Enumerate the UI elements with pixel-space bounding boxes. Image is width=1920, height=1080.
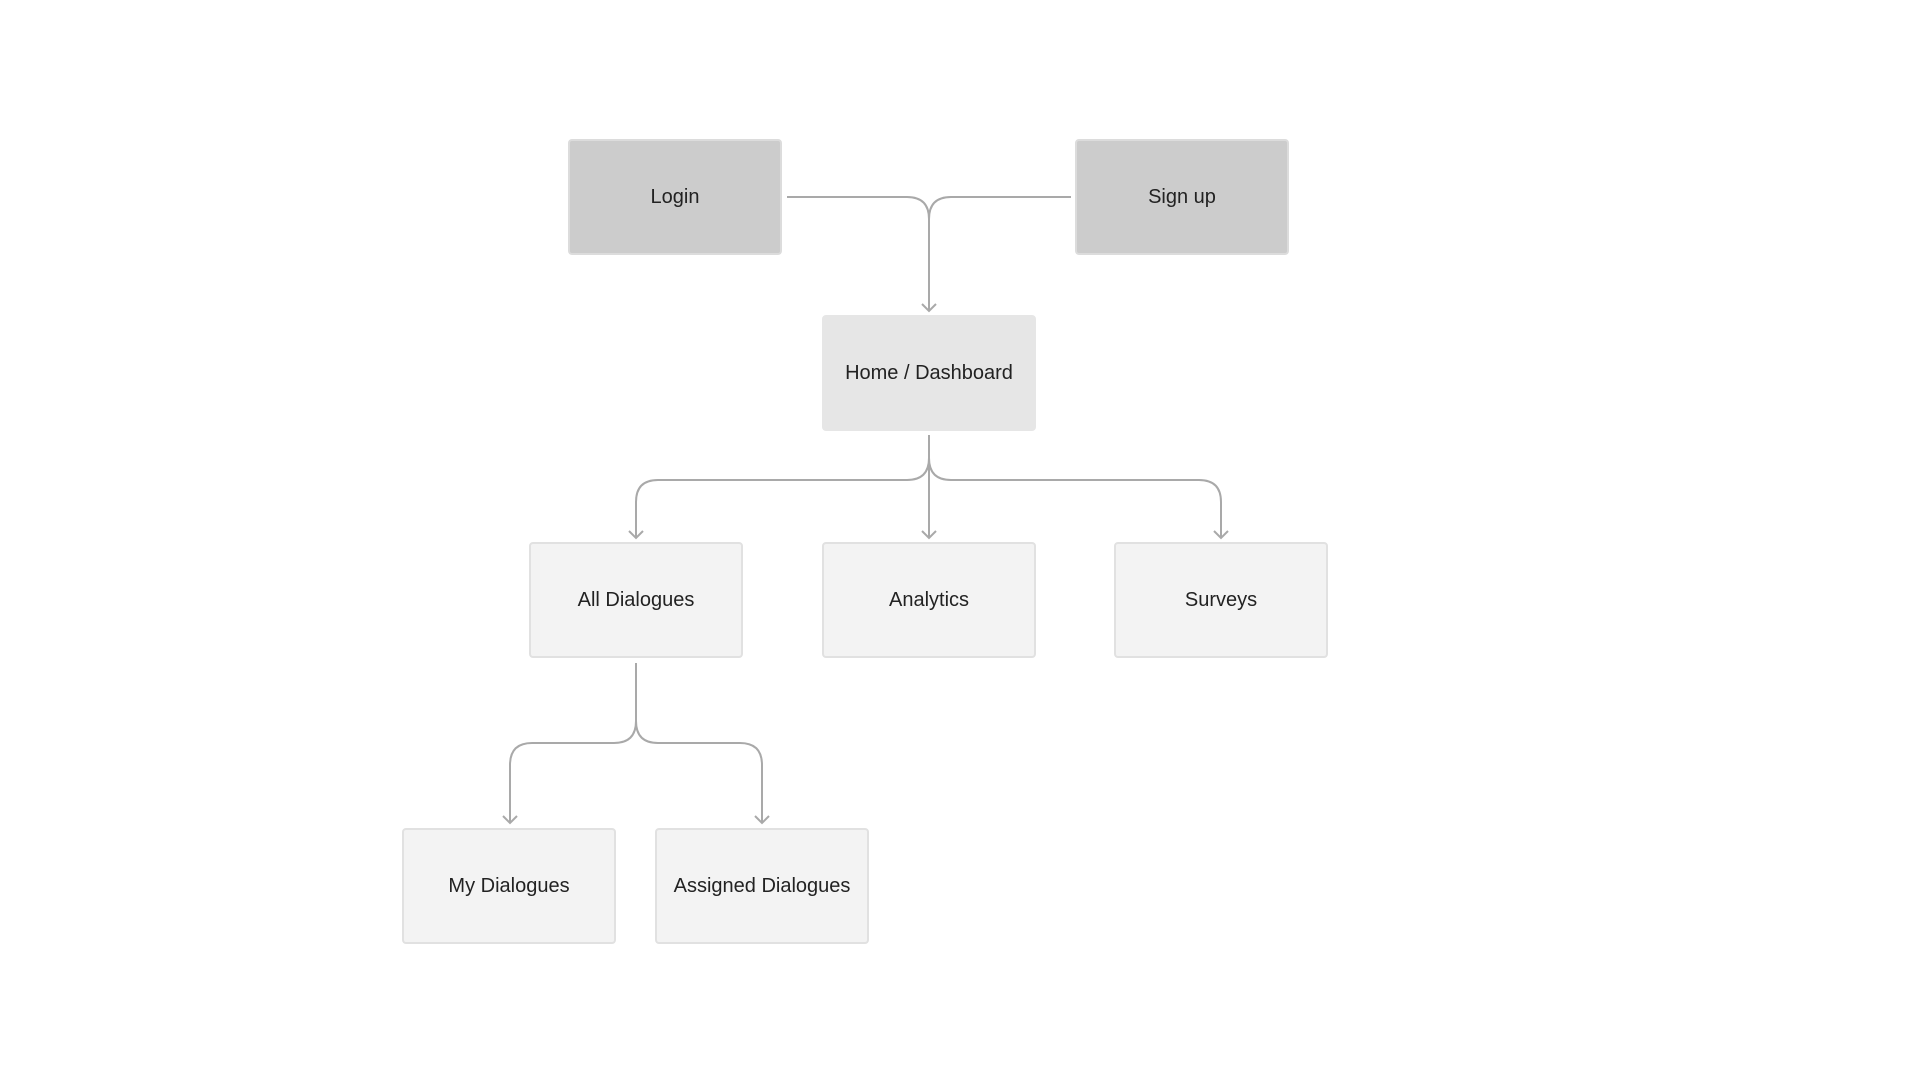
arrowhead-surveys [1213,530,1229,540]
assigned-dialogues-label: Assigned Dialogues [673,875,851,897]
connector-home-surveys [928,457,1222,538]
arrowhead-all-dialogues [628,530,644,540]
arrowhead-my-dialogues [502,815,518,825]
all-dialogues-node: All Dialogues [529,542,743,658]
login-label: Login [650,186,700,208]
arrowhead-analytics [921,530,937,540]
home-dashboard-label: Home / Dashboard [845,362,1013,384]
signup-label: Sign up [1148,186,1216,208]
home-dashboard-node: Home / Dashboard [822,315,1036,431]
arrowhead-assigned-dialogues [754,815,770,825]
connector-login-home [787,196,930,311]
connector-all-my-dialogues [509,663,637,823]
analytics-label: Analytics [888,589,970,611]
surveys-label: Surveys [1184,589,1258,611]
connector-home-all-dialogues [635,435,930,538]
surveys-node: Surveys [1114,542,1328,658]
connector-all-assigned-dialogues [635,720,763,823]
signup-node: Sign up [1075,139,1289,255]
my-dialogues-node: My Dialogues [402,828,616,944]
analytics-node: Analytics [822,542,1036,658]
arrowhead-home [921,303,937,313]
all-dialogues-label: All Dialogues [577,589,695,611]
connector-signup-home [928,196,1071,220]
login-node: Login [568,139,782,255]
assigned-dialogues-node: Assigned Dialogues [655,828,869,944]
my-dialogues-label: My Dialogues [448,875,570,897]
